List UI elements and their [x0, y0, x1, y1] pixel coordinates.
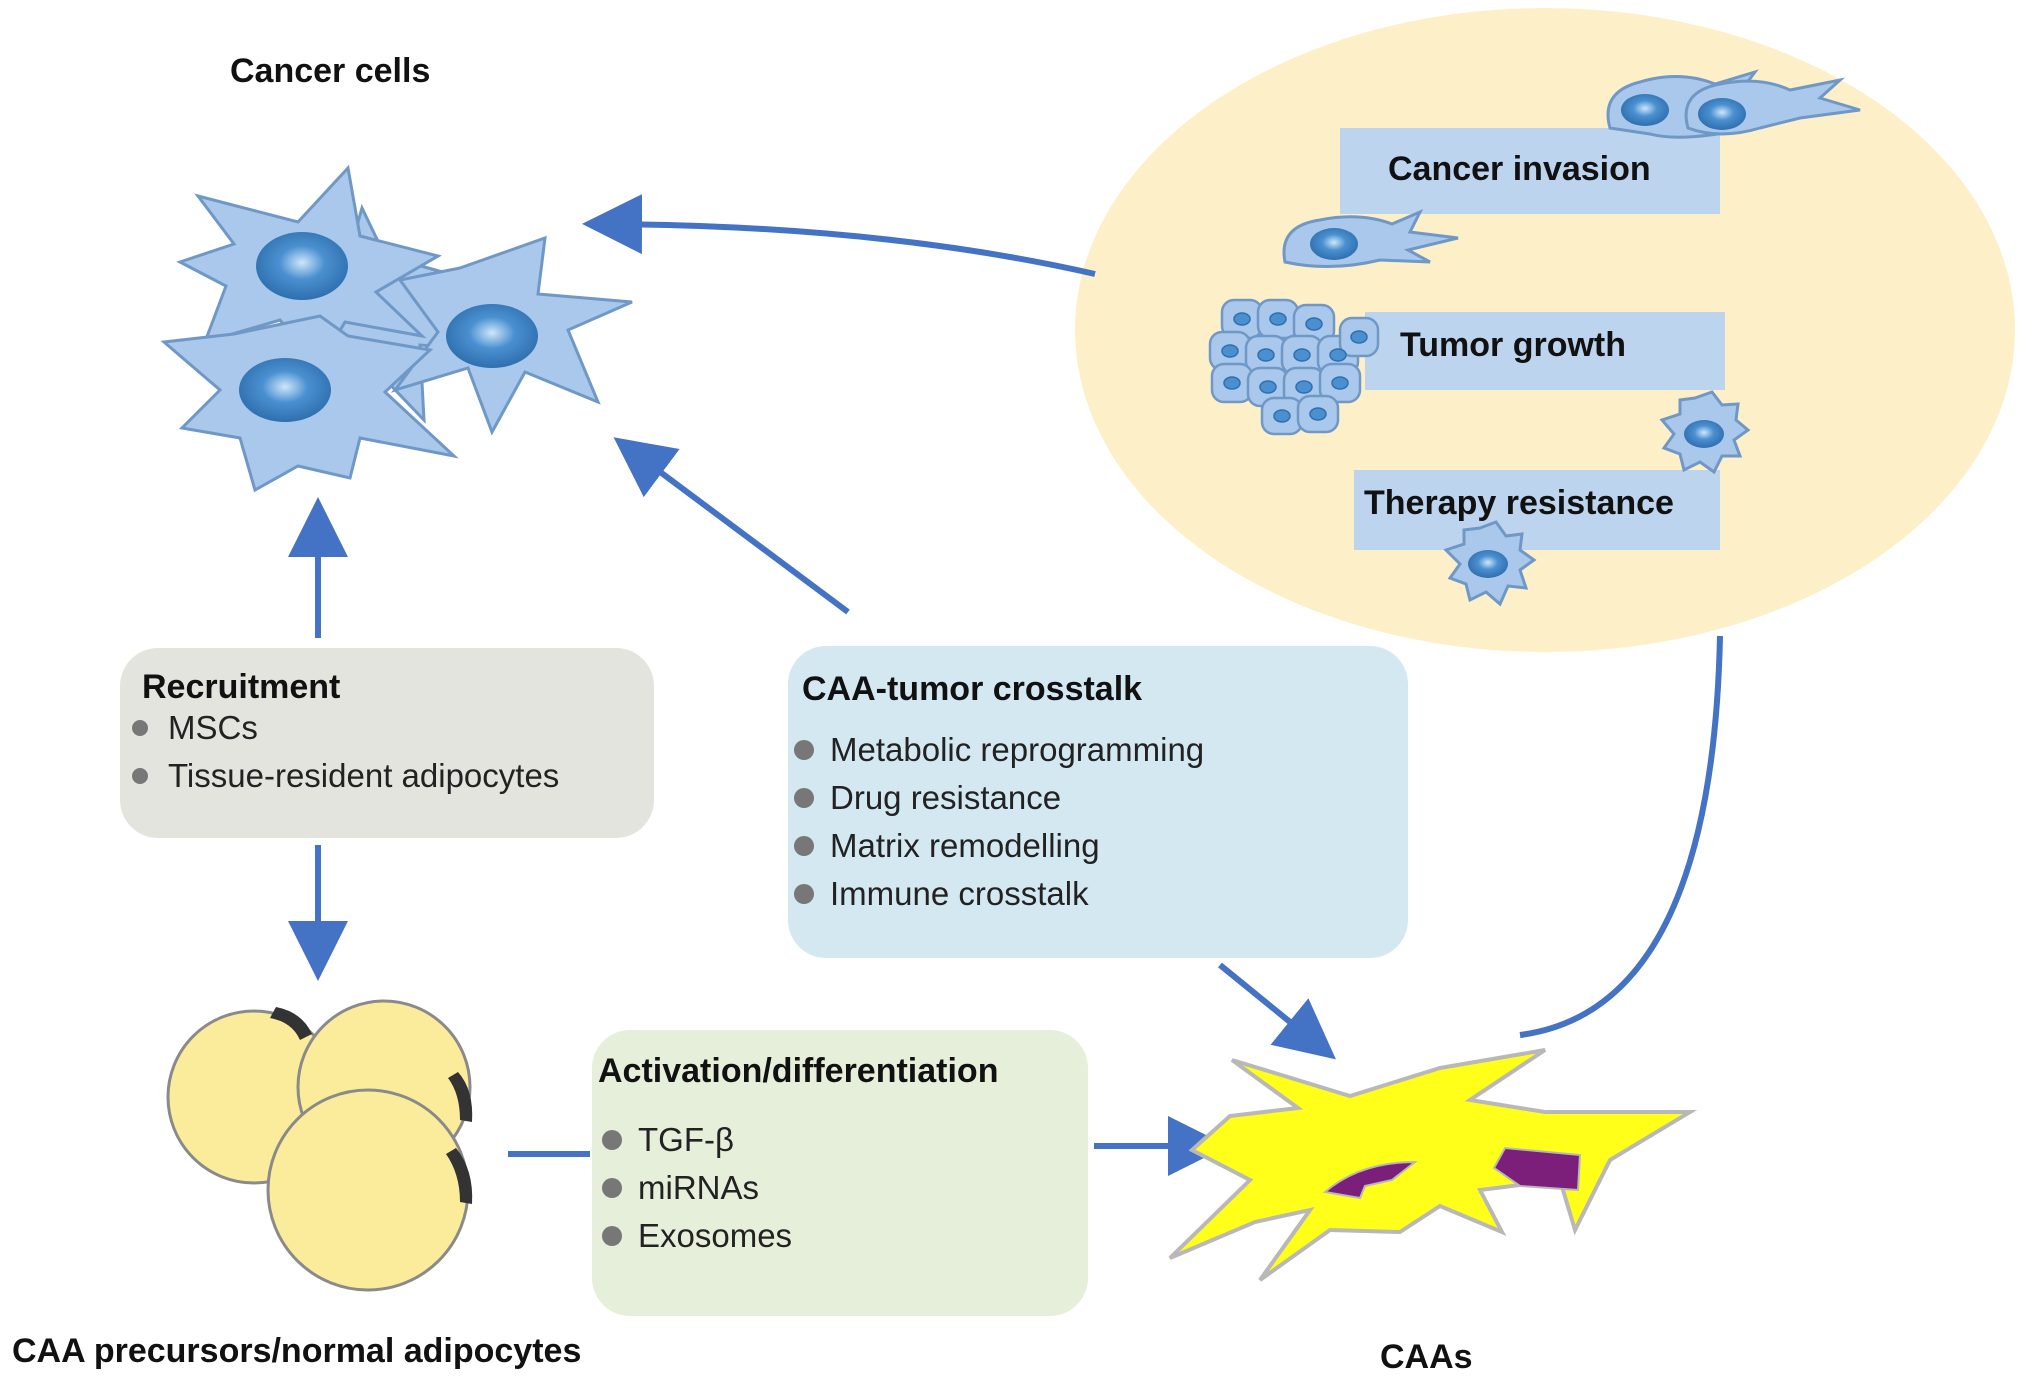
bullet-icon: [794, 884, 814, 904]
curve-caas-to-outcomes: [1519, 635, 1723, 1038]
bullet-icon: [602, 1226, 622, 1246]
bullet-icon: [602, 1178, 622, 1198]
therapy-resistance-label: Therapy resistance: [1364, 484, 1674, 522]
list-item: Matrix remodelling: [794, 822, 1204, 870]
arrow-outcomes-to-cancer: [582, 194, 1096, 277]
tumor-cluster-illustration: [1208, 298, 1380, 436]
adipocytes-illustration: [166, 999, 473, 1292]
cancer-invasion-label: Cancer invasion: [1388, 150, 1651, 188]
caa-nucleus: [1322, 1160, 1418, 1200]
activation-list: TGF-β miRNAs Exosomes: [602, 1116, 792, 1260]
bullet-icon: [794, 836, 814, 856]
list-item: Metabolic reprogramming: [794, 726, 1204, 774]
cancer-cells-label: Cancer cells: [230, 52, 431, 90]
list-item: Exosomes: [602, 1212, 792, 1260]
migrating-cell-nucleus: [1310, 228, 1358, 260]
caas-label: CAAs: [1380, 1338, 1473, 1376]
caa-precursors-label: CAA precursors/normal adipocytes: [12, 1332, 582, 1370]
outcome-bar-cancer-invasion: [1340, 128, 1720, 214]
tumor-growth-label: Tumor growth: [1400, 326, 1626, 364]
arrows: [288, 194, 1723, 1176]
caa-nucleus: [1492, 1146, 1582, 1192]
list-item: Drug resistance: [794, 774, 1204, 822]
recruitment-list: MSCs Tissue-resident adipocytes: [132, 704, 559, 800]
cancer-cell-nucleus: [239, 358, 331, 422]
bullet-icon: [132, 768, 148, 784]
crosstalk-title: CAA-tumor crosstalk: [802, 670, 1143, 708]
migrating-cells-illustration: [1282, 69, 1861, 268]
resistant-cell-nucleus: [1684, 420, 1724, 448]
crosstalk-box: CAA-tumor crosstalk Metabolic reprogramm…: [788, 646, 1408, 958]
activation-title: Activation/differentiation: [598, 1052, 999, 1090]
bullet-icon: [132, 720, 148, 736]
list-item: Tissue-resident adipocytes: [132, 752, 559, 800]
list-item: TGF-β: [602, 1116, 792, 1164]
bullet-icon: [794, 740, 814, 760]
recruitment-box: Recruitment MSCs Tissue-resident adipocy…: [120, 648, 654, 838]
list-item: MSCs: [132, 704, 559, 752]
adipocyte-nucleus: [270, 1007, 312, 1040]
crosstalk-list: Metabolic reprogramming Drug resistance …: [794, 726, 1204, 918]
list-item: miRNAs: [602, 1164, 792, 1212]
adipocyte-nucleus: [446, 1148, 473, 1204]
cancer-cell-nucleus: [256, 232, 348, 300]
bullet-icon: [602, 1130, 622, 1150]
caa-cell: [1168, 1048, 1698, 1282]
outcome-bar-tumor-growth: [1365, 312, 1725, 390]
activation-box: Activation/differentiation TGF-β miRNAs …: [592, 1030, 1088, 1316]
resistant-cell-nucleus: [1468, 550, 1508, 578]
list-item: Immune crosstalk: [794, 870, 1204, 918]
adipocyte: [266, 1088, 470, 1292]
arrow-crosstalk-to-cancer: [613, 437, 850, 615]
outcome-bar-therapy-resistance: [1354, 470, 1720, 550]
cancer-cells-illustration: [160, 164, 633, 493]
cancer-cell-nucleus: [446, 304, 538, 368]
caa-illustration: [1168, 1048, 1698, 1282]
bullet-icon: [794, 788, 814, 808]
arrow-crosstalk-to-caas: [1218, 962, 1336, 1060]
migrating-cell-nucleus: [1698, 98, 1746, 130]
recruitment-title: Recruitment: [142, 668, 341, 706]
resistant-cells-illustration: [1443, 390, 1751, 607]
adipocyte-nucleus: [448, 1072, 473, 1122]
migrating-cell-nucleus: [1621, 94, 1669, 126]
